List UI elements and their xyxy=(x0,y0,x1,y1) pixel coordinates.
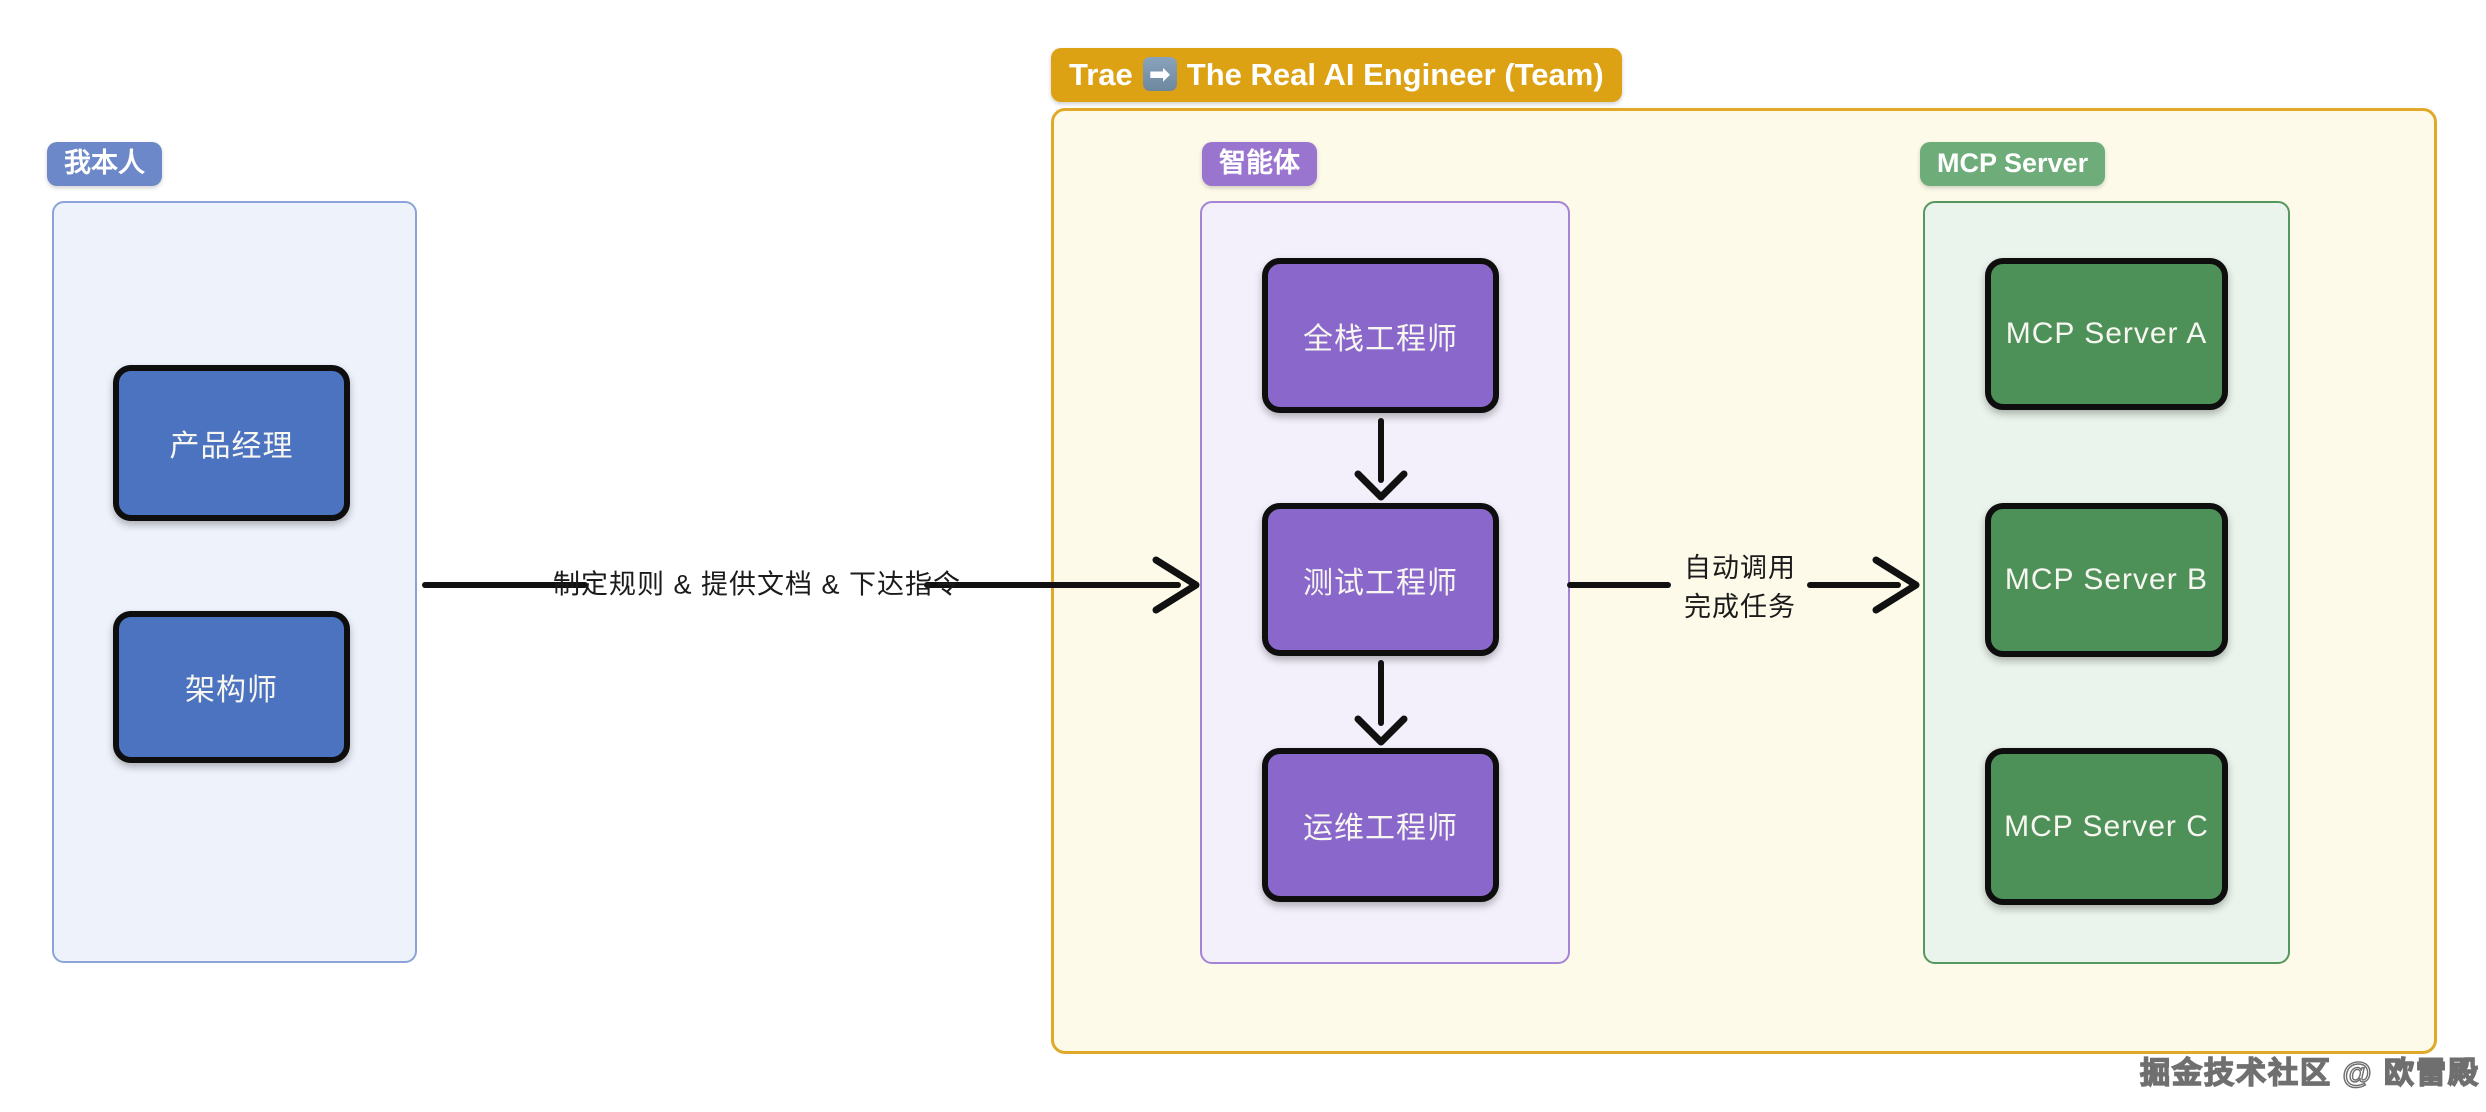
node-test-engineer-label: 测试工程师 xyxy=(1303,566,1458,600)
node-mcp-server-a: MCP Server A xyxy=(1985,258,2228,410)
edge-label-agent-to-mcp-line2: 完成任务 xyxy=(1684,592,1796,622)
mcp-group-badge: MCP Server xyxy=(1920,142,2106,186)
node-mcp-server-a-label: MCP Server A xyxy=(2005,317,2208,350)
team-title-prefix: Trae xyxy=(1069,56,1133,92)
node-test-engineer: 测试工程师 xyxy=(1262,503,1499,656)
node-mcp-server-b: MCP Server B xyxy=(1985,503,2228,657)
agent-group-badge: 智能体 xyxy=(1202,142,1317,186)
node-mcp-server-b-label: MCP Server B xyxy=(2004,563,2209,596)
edge-label-agent-to-mcp-line1: 自动调用 xyxy=(1684,553,1796,583)
edge-label-user-to-agent: 制定规则 & 提供文档 & 下达指令 xyxy=(552,569,962,600)
node-fullstack-engineer: 全栈工程师 xyxy=(1262,258,1499,413)
node-fullstack-engineer-label: 全栈工程师 xyxy=(1303,322,1458,356)
node-architect-label: 架构师 xyxy=(185,674,278,707)
node-architect: 架构师 xyxy=(113,611,350,763)
node-product-manager: 产品经理 xyxy=(113,365,350,521)
arrow-right-emoji-icon: ➡ xyxy=(1142,57,1177,91)
node-mcp-server-c-label: MCP Server C xyxy=(2004,809,2209,843)
node-ops-engineer: 运维工程师 xyxy=(1262,748,1499,902)
team-title-badge: Trae ➡ The Real AI Engineer (Team) xyxy=(1051,48,1622,102)
team-title-suffix: The Real AI Engineer (Team) xyxy=(1186,56,1604,92)
node-product-manager-label: 产品经理 xyxy=(169,430,294,463)
edge-label-agent-to-mcp: 自动调用 完成任务 xyxy=(1684,549,1796,627)
left-group-container xyxy=(52,201,417,963)
watermark-text: 掘金技术社区 @ 欧雷殿 xyxy=(2139,1056,2480,1090)
left-group-badge: 我本人 xyxy=(47,142,162,186)
node-ops-engineer-label: 运维工程师 xyxy=(1303,812,1458,845)
node-mcp-server-c: MCP Server C xyxy=(1985,748,2228,905)
